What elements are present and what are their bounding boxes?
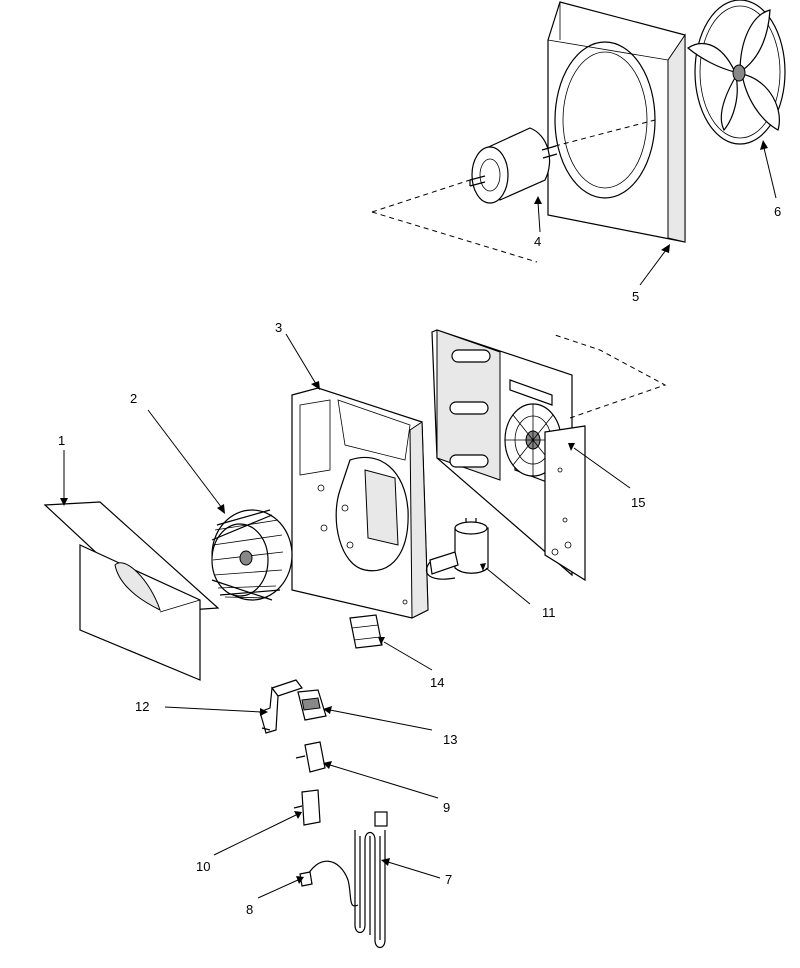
condenser-shroud <box>547 1 686 243</box>
relay <box>295 741 326 773</box>
blower-housing <box>291 387 429 619</box>
capacitor <box>425 518 489 580</box>
callout-9: 9 <box>443 800 450 815</box>
callout-labels: 1 2 3 4 5 6 7 8 9 10 11 12 13 14 15 <box>58 204 781 917</box>
callout-12: 12 <box>135 699 149 714</box>
callout-13: 13 <box>443 732 457 747</box>
top-plate <box>43 501 220 681</box>
fan-motor <box>469 127 558 204</box>
callout-7: 7 <box>445 872 452 887</box>
heater-element <box>354 811 388 949</box>
callout-2: 2 <box>130 391 137 406</box>
heater-connector <box>299 860 359 907</box>
callout-6: 6 <box>774 204 781 219</box>
condenser-fan-blade <box>686 0 786 145</box>
switch <box>297 689 327 721</box>
callout-15: 15 <box>631 495 645 510</box>
callout-4: 4 <box>534 234 541 249</box>
label-card <box>349 614 383 649</box>
callout-14: 14 <box>430 675 444 690</box>
callout-8: 8 <box>246 902 253 917</box>
blower-wheel <box>211 509 293 601</box>
leader-lines <box>60 140 777 899</box>
callout-1: 1 <box>58 433 65 448</box>
callout-10: 10 <box>196 859 210 874</box>
callout-11: 11 <box>542 605 556 620</box>
callout-5: 5 <box>632 289 639 304</box>
thermostat-bracket <box>259 679 303 734</box>
motor-mount-bracket <box>431 329 586 582</box>
callout-3: 3 <box>275 320 282 335</box>
limit-switch <box>293 789 321 826</box>
